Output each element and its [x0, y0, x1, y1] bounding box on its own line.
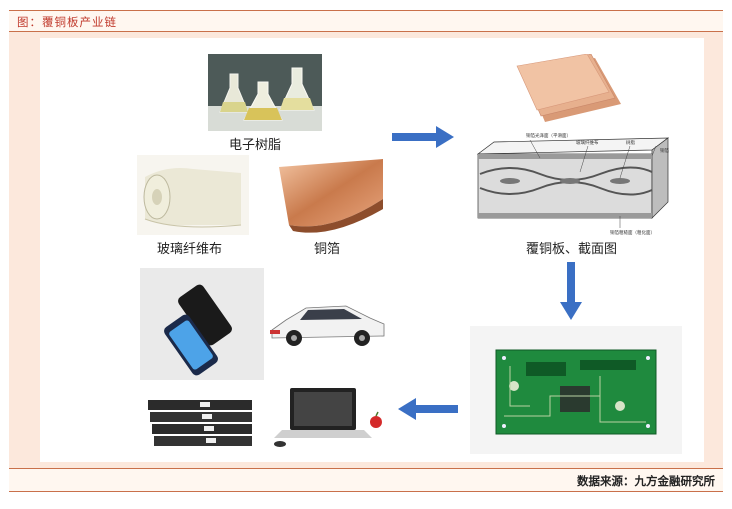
copper-foil-image: [271, 155, 390, 235]
label-copper: 铜箔: [660, 147, 669, 154]
server-rack-icon: [148, 400, 252, 446]
fiber-roll-icon: [137, 155, 249, 235]
resin-bottles-icon: [208, 54, 322, 131]
resin-image: [208, 54, 322, 131]
copper-foil-label: 铜箔: [314, 242, 341, 257]
arrow-down-icon: [560, 262, 582, 320]
ccl-sheets-image: [515, 54, 625, 126]
figure-title: 图：覆铜板产业链: [17, 15, 117, 29]
glass-fiber-label: 玻璃纤维布: [157, 242, 223, 257]
label-rough-side: 铜箔粗糙面（粗化面）: [610, 229, 655, 236]
ccl-label: 覆铜板、截面图: [526, 242, 618, 257]
label-resin: 树脂: [626, 139, 635, 146]
resin-label: 电子树脂: [229, 138, 282, 153]
car-image: [266, 290, 390, 356]
cross-section-icon: 铜箔光泽面（平滑面） 玻璃纤维布 树脂 铜箔 铜箔粗糙面（粗化面）: [476, 132, 669, 236]
title-bar: 图：覆铜板产业链: [9, 10, 723, 32]
arrow-left-icon: [398, 398, 458, 420]
phone-icon: [164, 284, 232, 376]
pcb-image: [470, 326, 682, 454]
glass-fiber-image: [137, 155, 249, 235]
laminate-sheets-icon: [516, 54, 621, 122]
label-glossy-side: 铜箔光泽面（平滑面）: [526, 132, 571, 139]
source-note: 数据来源：九方金融研究所: [577, 474, 715, 488]
pcb-board-icon: [495, 349, 657, 435]
copper-foil-icon: [279, 159, 383, 233]
laptop-icon: [274, 388, 382, 447]
cross-section-image: 铜箔光泽面（平滑面） 玻璃纤维布 树脂 铜箔 铜箔粗糙面（粗化面）: [470, 128, 682, 236]
footer-bar: 数据来源：九方金融研究所: [9, 468, 723, 492]
laptop-image: [266, 382, 390, 458]
arrow-right-icon: [392, 126, 454, 148]
label-glass-cloth: 玻璃纤维布: [576, 139, 599, 146]
server-image: [140, 390, 264, 454]
smartphones-image: [140, 268, 264, 380]
car-icon: [270, 305, 385, 346]
